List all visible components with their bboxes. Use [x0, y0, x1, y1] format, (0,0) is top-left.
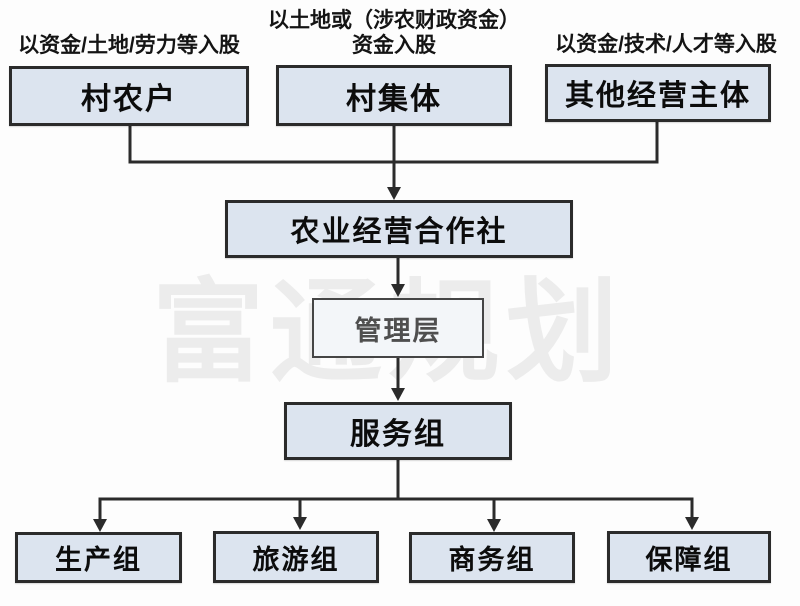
- arrowhead: [293, 517, 307, 530]
- arrowhead: [391, 388, 405, 401]
- node-tourism-group: 旅游组: [213, 531, 379, 583]
- annotation-collective-equity: 以土地或（涉农财政资金） 资金入股: [258, 8, 530, 58]
- arrowhead: [685, 517, 699, 530]
- arrowhead: [93, 519, 107, 532]
- node-village-collective: 村集体: [276, 65, 512, 126]
- node-commerce-group: 商务组: [409, 532, 575, 583]
- node-village-farmers: 村农户: [9, 66, 249, 126]
- node-production-group: 生产组: [15, 532, 182, 583]
- annotation-other-equity: 以资金/技术/人才等入股: [555, 33, 777, 56]
- node-other-entities: 其他经营主体: [545, 64, 771, 122]
- annotation-collective-line2: 资金入股: [352, 34, 436, 57]
- annotation-farmers-equity: 以资金/土地/劳力等入股: [18, 34, 240, 57]
- node-service-group: 服务组: [284, 402, 512, 460]
- node-agri-cooperative: 农业经营合作社: [225, 200, 573, 258]
- node-support-group: 保障组: [607, 531, 771, 583]
- arrowhead: [387, 187, 401, 200]
- arrowhead: [487, 519, 501, 532]
- node-management-layer: 管理层: [312, 298, 484, 358]
- arrowhead: [391, 284, 405, 297]
- annotation-collective-line1: 以土地或（涉农财政资金）: [268, 9, 520, 32]
